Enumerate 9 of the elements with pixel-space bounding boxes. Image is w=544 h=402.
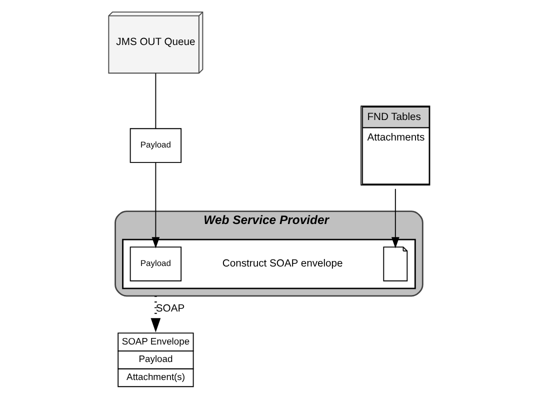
node-box: Payload	[129, 246, 182, 282]
edge-label: SOAP	[155, 304, 184, 315]
arrow	[150, 296, 160, 332]
cluster	[122, 238, 416, 290]
arrow	[151, 162, 160, 248]
arrow	[390, 188, 399, 248]
connector	[154, 72, 156, 129]
node-text: Construct SOAP envelope	[222, 258, 342, 270]
node-box: Payload	[129, 128, 182, 163]
